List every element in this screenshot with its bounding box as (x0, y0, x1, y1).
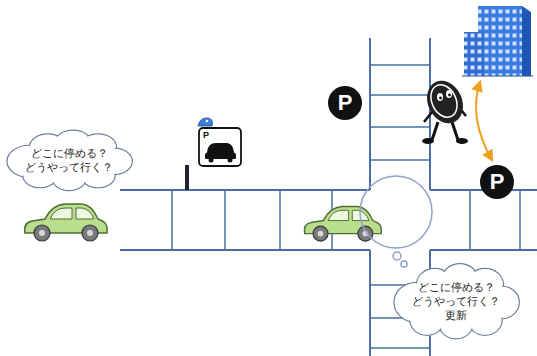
zoom-circle-part (360, 176, 432, 248)
node-texts: P (338, 92, 353, 114)
cloud-fill (469, 305, 501, 333)
parking-letter: P (490, 171, 505, 193)
building-part (464, 32, 484, 76)
thought-cloud: どこに停める？ どうやって行く？ (3, 132, 135, 191)
zoom-circle (360, 176, 432, 267)
parking-sign-part (199, 128, 241, 166)
building-part (464, 32, 484, 76)
coin-character-part (437, 93, 443, 101)
sign-letter: P (203, 131, 209, 140)
coin-character-part (426, 81, 462, 122)
node-texts: P (490, 171, 505, 193)
road-rung-part (370, 347, 430, 349)
road-rung-part (370, 159, 430, 161)
cloud-fill (411, 305, 443, 333)
road-rung-part (469, 190, 471, 250)
parking-sign-part (198, 118, 213, 126)
zoom-circle-part (393, 252, 401, 260)
road (120, 38, 537, 356)
road-part (430, 249, 537, 251)
thought-text: どこに停める？ どうやって行く？ (25, 147, 113, 176)
parking-sign-part (206, 120, 209, 123)
building (462, 6, 533, 76)
zoom-circle-part (401, 261, 407, 267)
coin-character-part (448, 94, 451, 97)
coin-character-part (452, 122, 458, 140)
road-rung-part (279, 190, 281, 250)
road-rung-part (370, 94, 430, 96)
road-part (369, 250, 371, 356)
parking-sign (198, 118, 241, 166)
parking-letter: P (338, 92, 353, 114)
parking-sign-part (228, 158, 233, 163)
node-texts: どこに停める？ どうやって行く？ (25, 147, 113, 176)
road-rung-part (370, 126, 430, 128)
road-part (369, 38, 371, 190)
road-rung-part (224, 190, 226, 250)
road-rung-part (519, 190, 521, 250)
thought-cloud: どこに停める？ どうやって行く？ 更新 (390, 266, 522, 339)
car (25, 204, 108, 241)
walk-arrow (476, 82, 492, 160)
coin-character-part (424, 112, 432, 122)
parking-circle: P (328, 86, 362, 120)
road-rung-part (370, 64, 430, 66)
coin-character-part (456, 138, 468, 144)
building-part (478, 6, 522, 76)
coin-character-part (446, 90, 452, 98)
building-part (462, 76, 533, 77)
cloud-fill (24, 143, 119, 179)
building-part (478, 6, 522, 76)
node-texts: どこに停める？ どうやって行く？ 更新 (412, 281, 500, 324)
post (185, 165, 189, 190)
coin-character-part (422, 138, 434, 144)
coin-character-part (439, 97, 442, 100)
thought-text: どこに停める？ どうやって行く？ 更新 (412, 281, 500, 324)
parking-sign-part (209, 158, 214, 163)
road-rung-part (171, 190, 173, 250)
coin-character-part (432, 122, 438, 140)
building-part (522, 6, 531, 76)
coin-character-part (420, 75, 469, 129)
road-rung (172, 65, 520, 348)
coin-character (420, 75, 469, 144)
parking-circle: P (480, 165, 514, 199)
